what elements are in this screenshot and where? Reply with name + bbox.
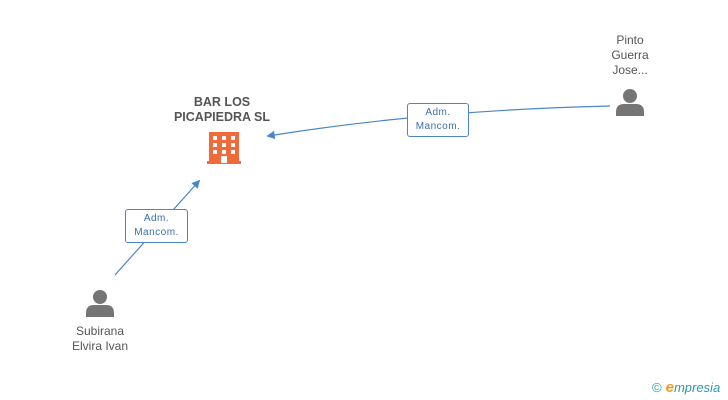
person-name-line: Pinto [616,33,644,47]
brand-name: mpresia [673,380,721,395]
building-icon[interactable] [207,132,241,164]
brand-initial: e [665,379,674,396]
company-name[interactable]: BAR LOS PICAPIEDRA SL [162,95,282,125]
person-icon[interactable] [616,89,644,116]
person-name-line: Guerra [611,48,649,62]
edge-label-pinto: Adm. Mancom. [407,103,469,137]
company-name-line: PICAPIEDRA SL [173,110,271,124]
edge-label-line: Adm. [143,213,170,224]
edge-label-line: Adm. [425,107,451,118]
person-name-line: Jose... [612,63,648,77]
edge-label-line: Mancom. [415,121,461,132]
person-name-line: Subirana [75,324,125,338]
person-name-pinto[interactable]: Pinto Guerra Jose... [590,33,670,78]
edge-label-line: Mancom. [134,227,179,238]
empresia-watermark: ©empresia [652,379,720,396]
edge-label-subirana: Adm. Mancom. [125,209,188,243]
person-name-line: Elvira Ivan [71,339,129,353]
person-icon[interactable] [86,290,114,317]
person-name-subirana[interactable]: Subirana Elvira Ivan [50,324,150,354]
copyright-symbol: © [652,380,662,395]
company-name-line: BAR LOS [193,95,251,109]
